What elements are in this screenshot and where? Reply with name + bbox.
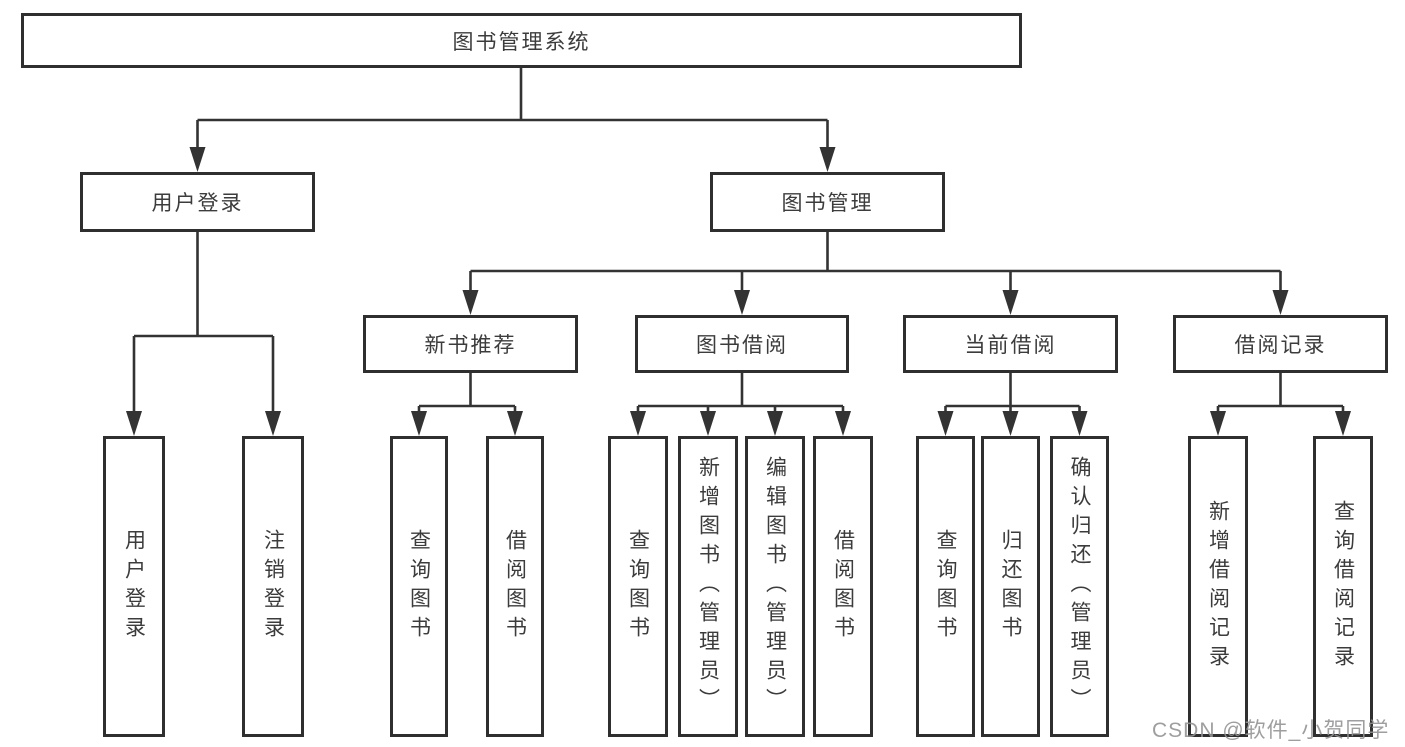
arrowhead xyxy=(507,411,523,436)
node-root: 图书管理系统 xyxy=(21,13,1022,68)
connector-current-borrow-to-leaves xyxy=(944,373,1081,412)
arrowhead xyxy=(767,411,783,436)
arrowhead xyxy=(462,290,479,315)
node-book-mgmt: 图书管理 xyxy=(710,172,945,232)
arrowhead xyxy=(411,411,427,436)
arrowhead xyxy=(937,411,954,436)
arrowhead xyxy=(1002,411,1019,436)
node-book-borrow: 图书借阅 xyxy=(635,315,849,373)
leaf-borrow-book-borrow: 借阅图书 xyxy=(813,436,873,737)
leaf-query-book-rec: 查询图书 xyxy=(390,436,448,737)
leaf-query-book-borrow: 查询图书 xyxy=(608,436,668,737)
connector-user-login-to-leaves xyxy=(132,232,275,412)
leaf-edit-book: 编辑图书（管理员） xyxy=(745,436,805,737)
arrowhead xyxy=(265,411,281,436)
node-user-login: 用户登录 xyxy=(80,172,315,232)
leaf-query-book-current: 查询图书 xyxy=(916,436,975,737)
leaf-borrow-book-rec: 借阅图书 xyxy=(486,436,544,737)
arrowhead xyxy=(1272,290,1289,315)
arrowhead xyxy=(835,411,851,436)
leaf-logout: 注销登录 xyxy=(242,436,304,737)
arrowhead xyxy=(1002,290,1019,315)
arrowhead xyxy=(630,411,646,436)
leaf-confirm-return: 确认归还（管理员） xyxy=(1050,436,1109,737)
arrowhead xyxy=(1210,411,1226,436)
arrowhead xyxy=(734,290,750,315)
leaf-add-record: 新增借阅记录 xyxy=(1188,436,1248,737)
arrowhead xyxy=(1071,411,1088,436)
leaf-return-book: 归还图书 xyxy=(981,436,1040,737)
arrowhead xyxy=(126,411,142,436)
connector-new-book-rec-to-leaves xyxy=(417,373,517,412)
node-current-borrow: 当前借阅 xyxy=(903,315,1118,373)
arrowhead xyxy=(189,147,206,172)
csdn-watermark: CSDN @软件_小贺同学 xyxy=(1152,719,1390,742)
arrowhead xyxy=(819,147,836,172)
connector-root-to-level2 xyxy=(196,68,829,148)
leaf-add-book: 新增图书（管理员） xyxy=(678,436,738,737)
leaf-user-login: 用户登录 xyxy=(103,436,165,737)
node-new-book-rec: 新书推荐 xyxy=(363,315,578,373)
connector-book-mgmt-to-level3 xyxy=(469,232,1282,292)
arrowhead xyxy=(700,411,716,436)
leaf-query-record: 查询借阅记录 xyxy=(1313,436,1373,737)
connector-book-borrow-to-leaves xyxy=(636,373,845,412)
arrowhead xyxy=(1335,411,1351,436)
connector-borrow-record-to-leaves xyxy=(1216,373,1345,412)
node-borrow-record: 借阅记录 xyxy=(1173,315,1388,373)
